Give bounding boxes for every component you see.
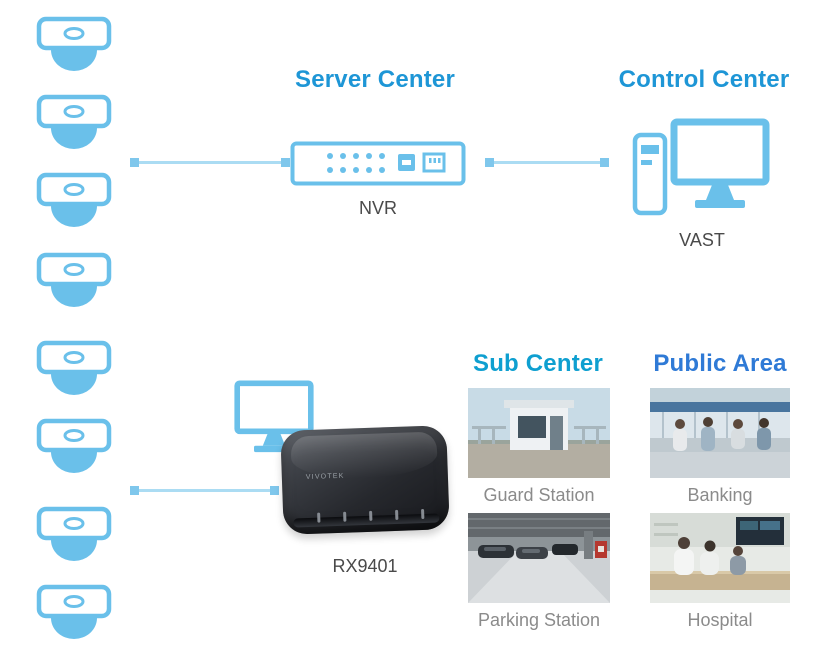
connection-node <box>130 486 139 495</box>
connection-node <box>130 158 139 167</box>
hospital-caption: Hospital <box>687 610 753 630</box>
dome-camera-icon <box>36 252 112 316</box>
parking-station-caption: Parking Station <box>477 610 601 630</box>
server-center-title: Server Center <box>294 66 456 93</box>
rx9401-device: VIVOTEK <box>280 425 450 535</box>
dome-camera-icon <box>36 94 112 158</box>
banking-caption: Banking <box>687 485 753 505</box>
device-notch <box>317 512 321 523</box>
guard-station-caption: Guard Station <box>483 485 595 505</box>
connection-node <box>485 158 494 167</box>
dome-camera-icon <box>36 172 112 236</box>
banking-photo <box>650 388 790 478</box>
nvr-icon <box>290 141 466 186</box>
control-center-title: Control Center <box>618 66 790 93</box>
sub-center-title: Sub Center <box>472 350 603 377</box>
device-notch <box>369 510 373 521</box>
monitor-icon <box>670 118 770 214</box>
dome-camera-icon <box>36 418 112 482</box>
connection-line-cameras-rx9401 <box>139 489 271 492</box>
dome-camera-icon <box>36 584 112 648</box>
guard-station-photo <box>468 388 610 478</box>
device-notch <box>343 511 347 522</box>
nvr-label: NVR <box>358 198 397 218</box>
connection-line-nvr-control <box>492 161 602 164</box>
dome-camera-icon <box>36 340 112 404</box>
parking-station-photo <box>468 513 610 603</box>
rx9401-label: RX9401 <box>332 556 398 576</box>
vast-label: VAST <box>679 230 725 250</box>
hospital-photo <box>650 513 790 603</box>
public-area-title: Public Area <box>653 350 787 377</box>
pc-tower-icon <box>632 132 668 216</box>
dome-camera-icon <box>36 16 112 80</box>
connection-node <box>281 158 290 167</box>
connection-line-cameras-nvr <box>139 161 281 164</box>
dome-camera-icon <box>36 506 112 570</box>
connection-node <box>270 486 279 495</box>
device-notch <box>421 508 425 520</box>
vivotek-logo: VIVOTEK <box>305 472 345 482</box>
device-notch <box>395 509 399 520</box>
connection-node <box>600 158 609 167</box>
